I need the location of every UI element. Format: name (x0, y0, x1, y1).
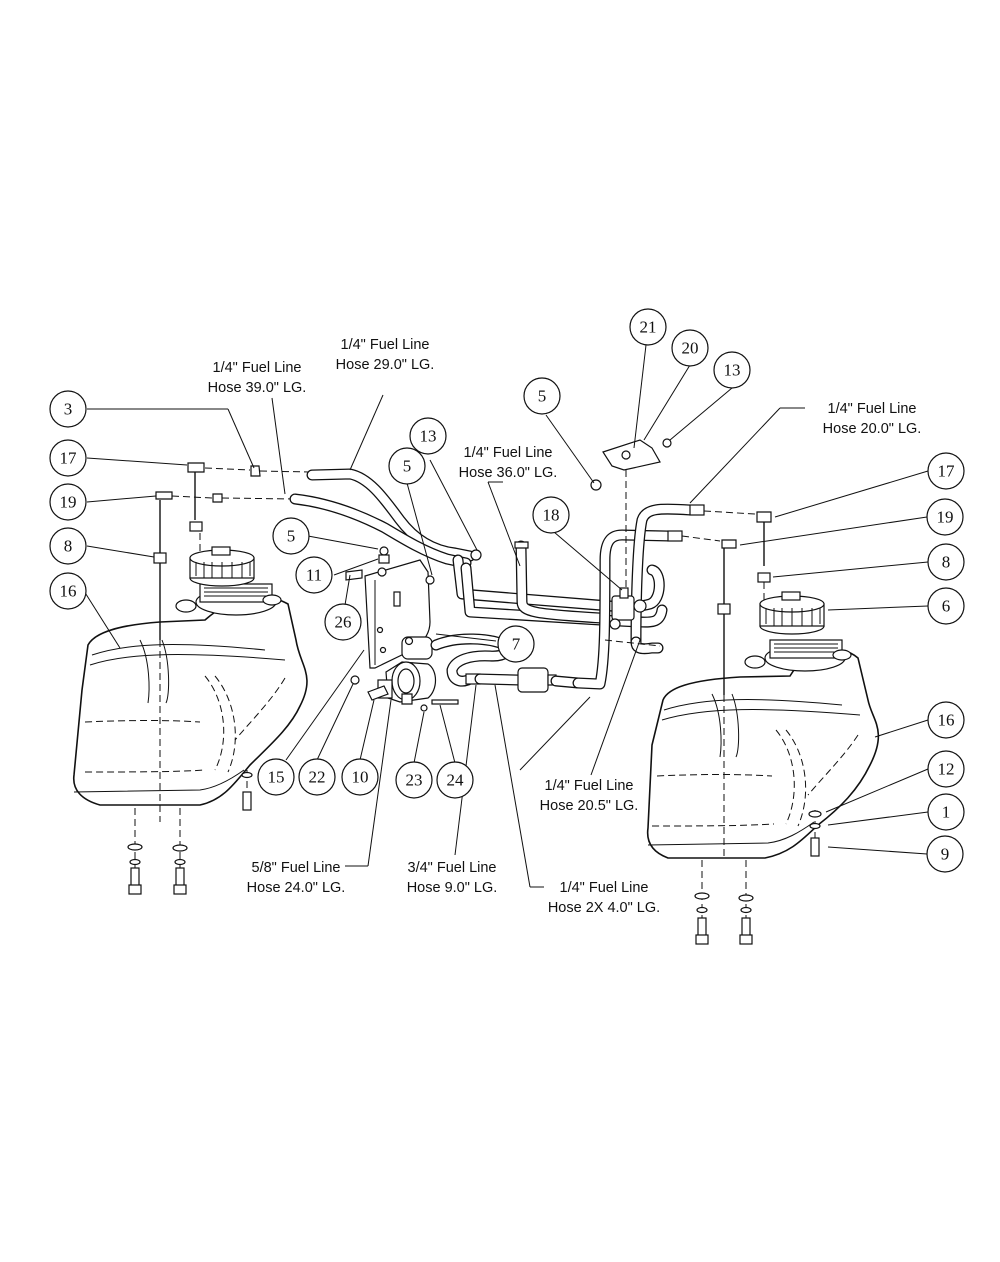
callout-1: 1 (927, 793, 965, 831)
label-hose-9: 3/4" Fuel Line Hose 9.0" LG. (407, 860, 498, 896)
callout-5-b: 5 (388, 447, 426, 485)
callout-24: 24 (436, 761, 474, 799)
svg-text:8: 8 (942, 553, 951, 572)
left-pickup-assembly (153, 462, 311, 822)
label-hose-2x4: 1/4" Fuel Line Hose 2X 4.0" LG. (548, 880, 660, 916)
svg-text:Hose 9.0" LG.: Hose 9.0" LG. (407, 880, 498, 896)
svg-text:16: 16 (60, 582, 77, 601)
svg-text:1/4" Fuel Line: 1/4" Fuel Line (464, 445, 553, 461)
callout-16-left: 16 (49, 572, 87, 610)
label-hose-20: 1/4" Fuel Line Hose 20.0" LG. (823, 401, 922, 437)
callout-5-c: 5 (523, 377, 561, 415)
callout-11: 11 (295, 556, 333, 594)
svg-text:3: 3 (64, 400, 73, 419)
callout-17-left: 17 (49, 439, 87, 477)
callout-26: 26 (324, 603, 362, 641)
svg-text:Hose 39.0" LG.: Hose 39.0" LG. (208, 380, 307, 396)
callout-16-right: 16 (927, 701, 965, 739)
svg-text:1/4" Fuel Line: 1/4" Fuel Line (560, 880, 649, 896)
left-tank-hardware (127, 770, 253, 895)
svg-text:10: 10 (352, 768, 369, 787)
svg-text:1/4" Fuel Line: 1/4" Fuel Line (213, 360, 302, 376)
svg-text:23: 23 (406, 771, 423, 790)
svg-text:13: 13 (724, 361, 741, 380)
svg-text:1/4" Fuel Line: 1/4" Fuel Line (828, 401, 917, 417)
right-pickup-assembly (667, 504, 772, 860)
svg-text:20: 20 (682, 339, 699, 358)
svg-text:9: 9 (941, 845, 950, 864)
left-fuel-cap (189, 546, 255, 587)
svg-text:6: 6 (942, 597, 951, 616)
callout-5-a: 5 (272, 517, 310, 555)
right-tank-hardware (694, 810, 822, 945)
svg-text:26: 26 (335, 613, 352, 632)
svg-text:Hose 20.5" LG.: Hose 20.5" LG. (540, 798, 639, 814)
svg-text:Hose 20.0" LG.: Hose 20.0" LG. (823, 421, 922, 437)
svg-text:5: 5 (287, 527, 296, 546)
callout-19-right: 19 (926, 498, 964, 536)
label-hose-29: 1/4" Fuel Line Hose 29.0" LG. (336, 337, 435, 373)
fuel-valve (609, 587, 647, 630)
svg-text:18: 18 (543, 506, 560, 525)
left-fuel-tank (73, 583, 308, 806)
callout-8-left: 8 (49, 527, 87, 565)
callout-15: 15 (257, 758, 295, 796)
svg-text:5: 5 (403, 457, 412, 476)
svg-text:5: 5 (538, 387, 547, 406)
svg-text:19: 19 (60, 493, 77, 512)
callout-18: 18 (532, 496, 570, 534)
svg-text:22: 22 (309, 768, 326, 787)
callout-23: 23 (395, 761, 433, 799)
label-hose-24: 5/8" Fuel Line Hose 24.0" LG. (247, 860, 346, 896)
callout-3: 3 (49, 390, 87, 428)
svg-text:11: 11 (306, 566, 322, 585)
svg-text:Hose 36.0" LG.: Hose 36.0" LG. (459, 465, 558, 481)
svg-text:15: 15 (268, 768, 285, 787)
callout-21: 21 (629, 308, 667, 346)
svg-text:1/4" Fuel Line: 1/4" Fuel Line (341, 337, 430, 353)
svg-text:13: 13 (420, 427, 437, 446)
svg-text:8: 8 (64, 537, 73, 556)
svg-text:7: 7 (512, 635, 521, 654)
svg-text:19: 19 (937, 508, 954, 527)
right-fuel-tank (646, 639, 880, 859)
svg-text:24: 24 (447, 771, 465, 790)
svg-text:16: 16 (938, 711, 955, 730)
callout-7: 7 (497, 625, 535, 663)
leader-lines (83, 344, 929, 888)
callout-20: 20 (671, 329, 709, 367)
callout-6: 6 (927, 587, 965, 625)
callout-19-left: 19 (49, 483, 87, 521)
svg-text:Hose 29.0" LG.: Hose 29.0" LG. (336, 357, 435, 373)
left-hoses (289, 468, 482, 569)
svg-text:1/4" Fuel Line: 1/4" Fuel Line (545, 778, 634, 794)
svg-text:1: 1 (942, 803, 951, 822)
callout-22: 22 (298, 758, 336, 796)
callout-12: 12 (927, 750, 965, 788)
label-hose-20-5: 1/4" Fuel Line Hose 20.5" LG. (540, 778, 639, 814)
label-hose-36: 1/4" Fuel Line Hose 36.0" LG. (459, 445, 558, 481)
svg-text:17: 17 (60, 449, 78, 468)
svg-text:21: 21 (640, 318, 657, 337)
callout-10: 10 (341, 758, 379, 796)
callout-8-right: 8 (927, 543, 965, 581)
callout-13-b: 13 (713, 351, 751, 389)
label-hose-39: 1/4" Fuel Line Hose 39.0" LG. (208, 360, 307, 396)
callout-13-a: 13 (409, 417, 447, 455)
svg-text:Hose 24.0" LG.: Hose 24.0" LG. (247, 880, 346, 896)
svg-text:12: 12 (938, 760, 955, 779)
callout-17-right: 17 (927, 452, 965, 490)
fuel-pump (350, 636, 459, 712)
svg-text:3/4" Fuel Line: 3/4" Fuel Line (408, 860, 497, 876)
callout-9: 9 (926, 835, 964, 873)
right-fuel-cap (759, 591, 825, 635)
svg-text:5/8" Fuel Line: 5/8" Fuel Line (252, 860, 341, 876)
svg-text:Hose 2X 4.0" LG.: Hose 2X 4.0" LG. (548, 900, 660, 916)
svg-text:17: 17 (938, 462, 956, 481)
